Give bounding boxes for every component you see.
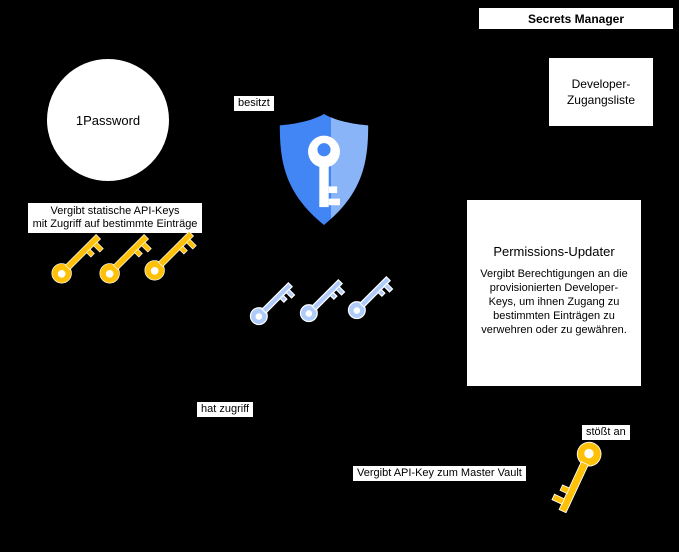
page-title-text: Secrets Manager — [527, 11, 625, 26]
developer-key-icon — [243, 274, 301, 332]
permissions-updater-title: Permissions-Updater — [493, 244, 615, 259]
developer-key-icon — [341, 268, 399, 326]
node-1password: 1Password — [47, 59, 169, 181]
vault-shield-key-icon — [277, 112, 371, 227]
developer-list-line1: Developer- — [571, 77, 631, 91]
master-vault-key-icon — [545, 434, 610, 522]
static-api-key-icon — [91, 224, 158, 291]
onepassword-label: 1Password — [75, 112, 141, 128]
static-api-keys-line2: mit Zugriff auf bestimmte Einträge — [32, 218, 198, 230]
node-developer-zugangsliste: Developer- Zugangsliste — [549, 58, 653, 126]
node-permissions-updater: Permissions-Updater Vergibt Berechtigung… — [467, 200, 641, 386]
stoesst-an-label: stößt an — [582, 425, 630, 440]
static-api-key-icon — [136, 221, 203, 288]
static-api-keys-label: Vergibt statische API-Keys mit Zugriff a… — [28, 203, 202, 233]
hat-zugriff-label: hat zugriff — [197, 402, 254, 417]
developer-list-line2: Zugangsliste — [566, 93, 636, 107]
static-api-keys-line1: Vergibt statische API-Keys — [50, 205, 180, 217]
permissions-updater-description: Vergibt Berechtigungen an die provisioni… — [480, 268, 628, 336]
master-vault-label: Vergibt API-Key zum Master Vault — [353, 466, 526, 481]
page-title: Secrets Manager — [478, 7, 674, 30]
developer-key-icon — [293, 271, 351, 329]
besitzt-label: besitzt — [234, 96, 274, 111]
static-api-key-icon — [43, 224, 110, 291]
